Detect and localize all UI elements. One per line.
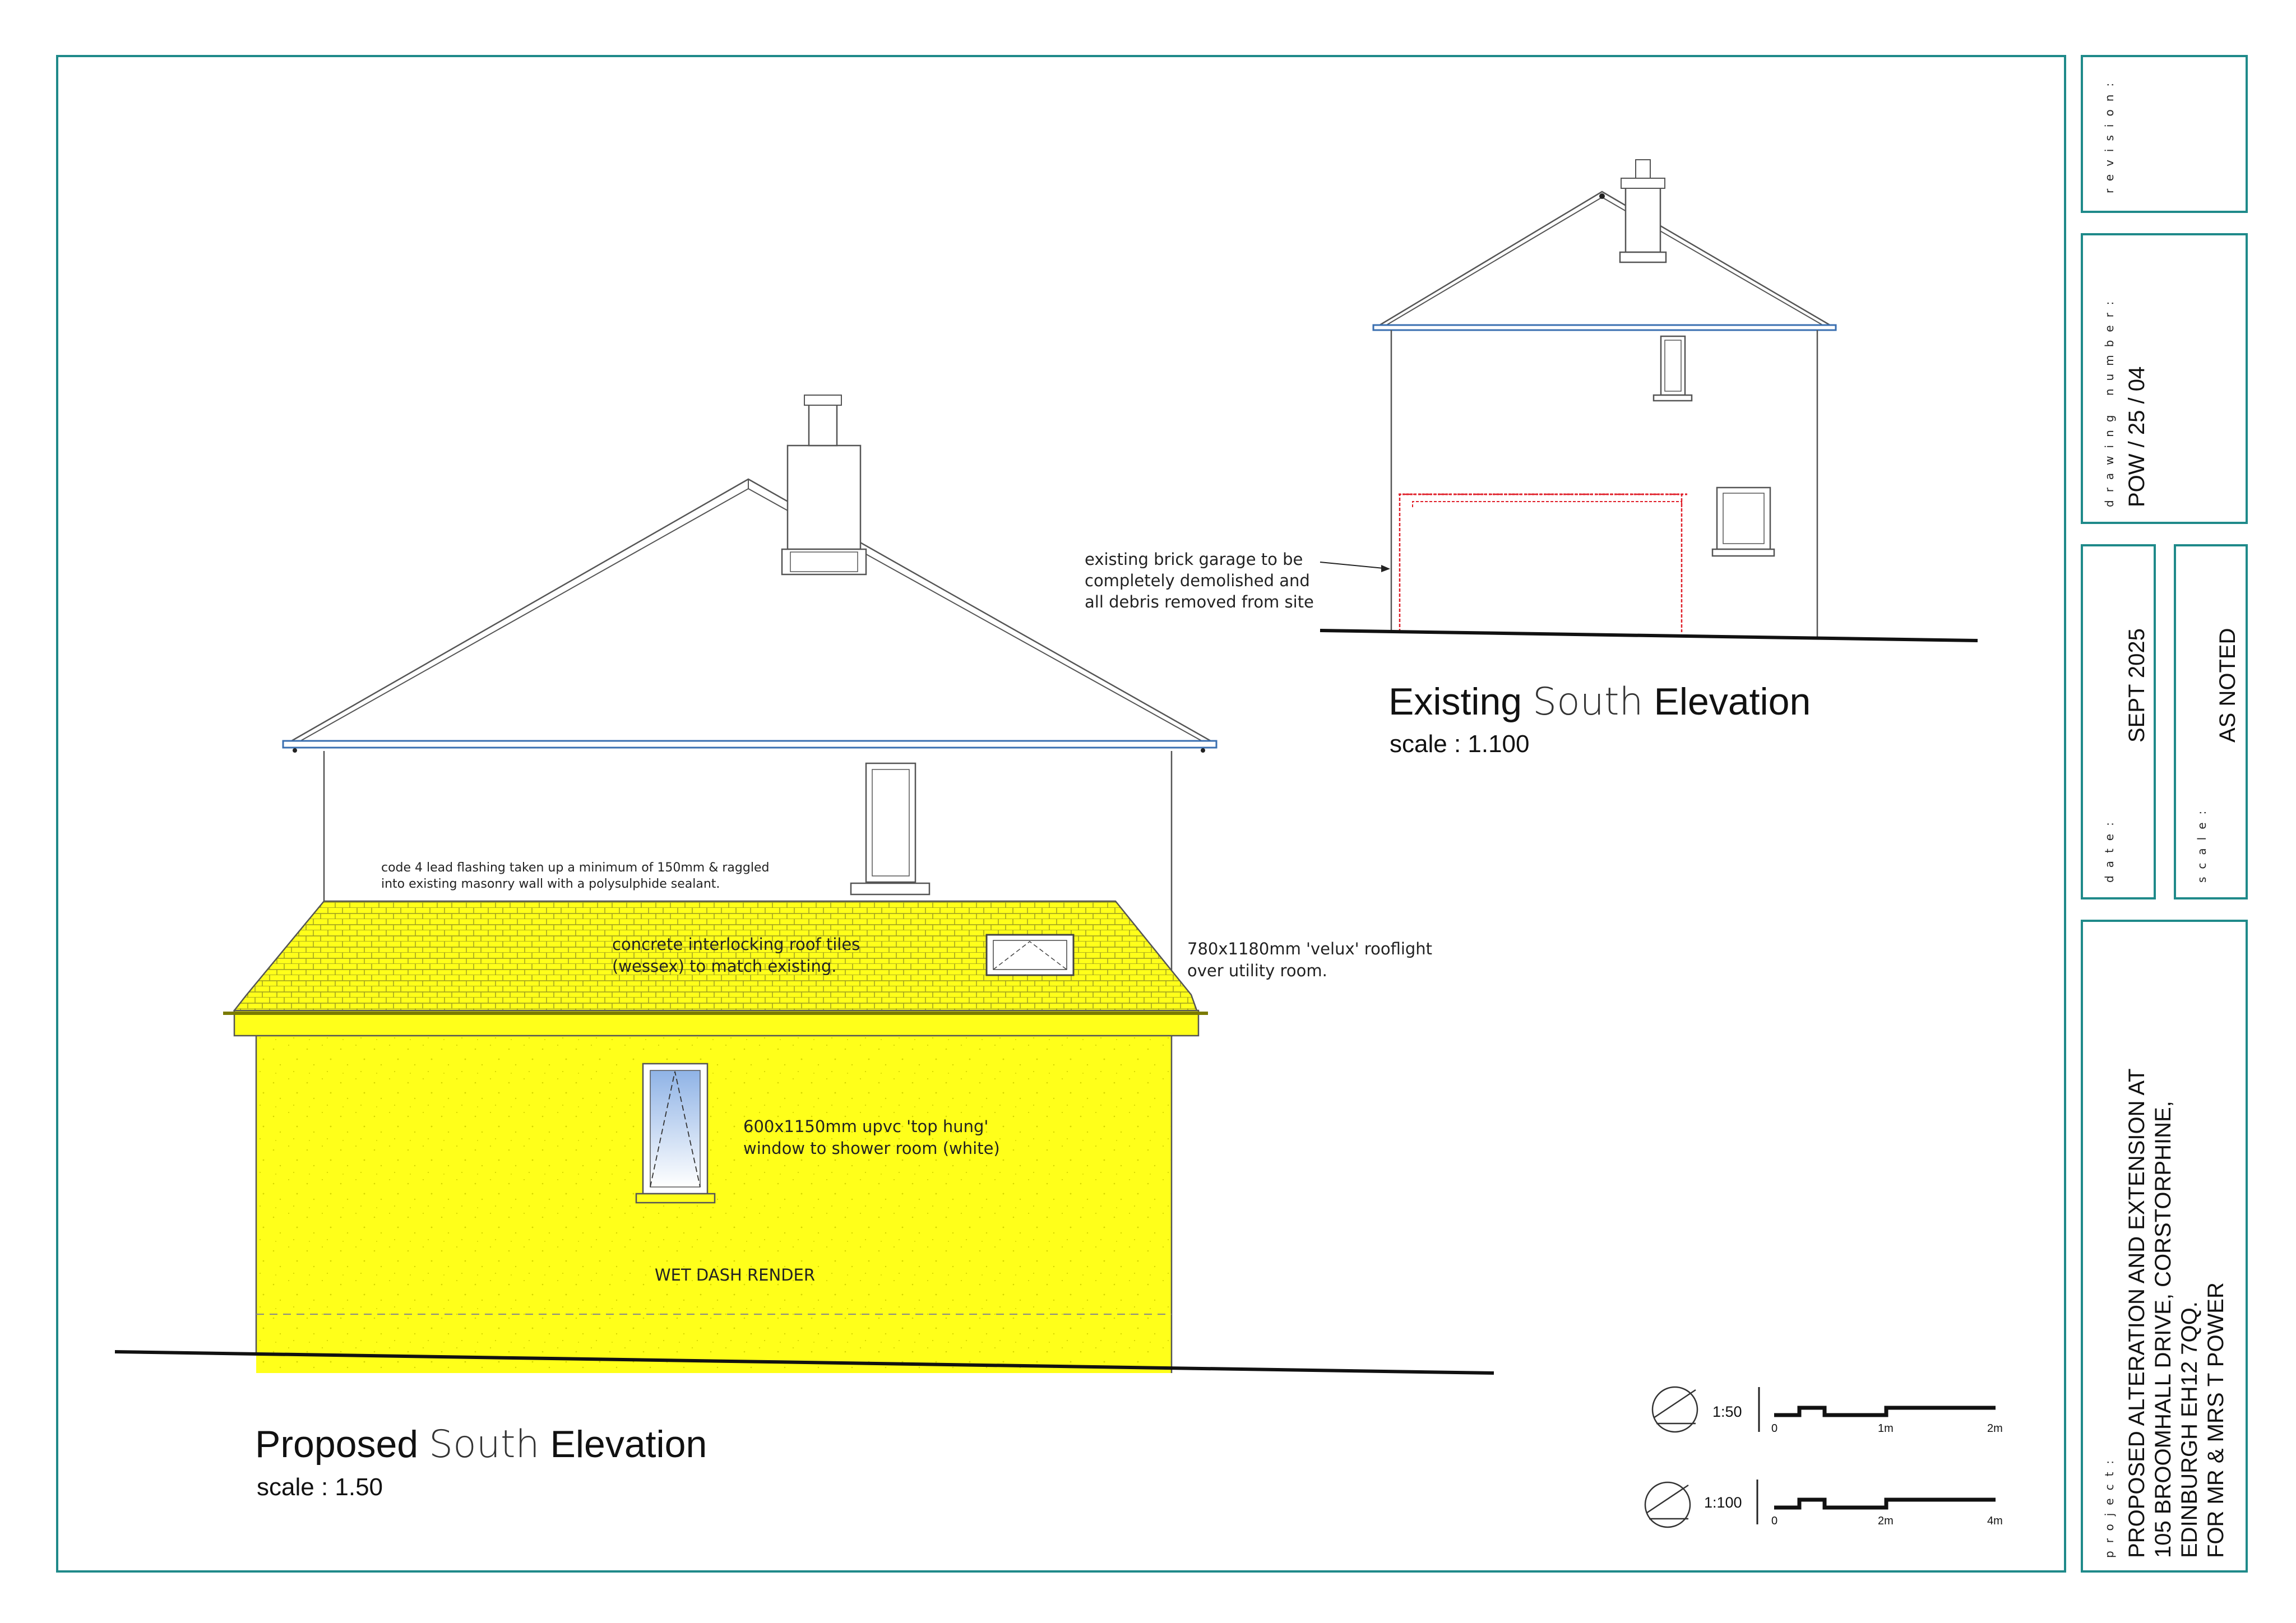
project-line-2: 105 BROOMHALL DRIVE, CORSTORPHINE, <box>2151 1101 2175 1558</box>
scale-bar-label: 1:100 <box>1704 1494 1742 1511</box>
scale-tick-2: 2m <box>1987 1422 2003 1435</box>
scale-label: scale: <box>2195 803 2209 883</box>
window-note-line-1: 600x1150mm upvc 'top hung' <box>743 1117 988 1136</box>
drawing-frame <box>56 55 2066 1573</box>
flashing-note-line-1: code 4 lead flashing taken up a minimum … <box>381 861 769 875</box>
flashing-note-line-2: into existing masonry wall with a polysu… <box>381 877 720 891</box>
scale-bar-1-50: 1:50 0 1m 2m <box>1651 1386 2003 1435</box>
velux-note-line-2: over utility room. <box>1187 961 1327 980</box>
proposed-elevation-title: Proposed South Elevation <box>255 1422 707 1467</box>
scale-value: AS NOTED <box>2215 628 2240 743</box>
roof-tiles-note-line-1: concrete interlocking roof tiles <box>612 935 860 954</box>
date-label: date: <box>2103 814 2116 883</box>
velux-note-line-1: 780x1180mm 'velux' rooflight <box>1187 939 1432 958</box>
drawing-number-label: drawing number: <box>2103 294 2116 507</box>
roof-tiles-note-line-2: (wessex) to match existing. <box>612 957 836 976</box>
date-value: SEPT 2025 <box>2124 628 2149 743</box>
proposed-elevation <box>114 395 1494 1375</box>
scale-tick-0: 0 <box>1771 1515 1777 1527</box>
north-point-icon <box>1651 1386 1698 1433</box>
render-note: WET DASH RENDER <box>655 1265 815 1285</box>
existing-elevation-scale: scale : 1.100 <box>1390 730 1530 758</box>
scale-tick-2: 4m <box>1987 1515 2003 1527</box>
window-note-line-2: window to shower room (white) <box>743 1139 1000 1158</box>
existing-elevation-title: Existing South Elevation <box>1388 680 1811 724</box>
scale-tick-0: 0 <box>1771 1422 1777 1435</box>
revision-label: revision: <box>2103 75 2116 193</box>
scale-bar-label: 1:50 <box>1712 1403 1742 1420</box>
project-line-1: PROPOSED ALTERATION AND EXTENSION AT <box>2124 1068 2149 1558</box>
drawing-number: POW / 25 / 04 <box>2124 367 2149 507</box>
project-label: project: <box>2103 1453 2116 1558</box>
garage-note-line-1: existing brick garage to be <box>1085 550 1303 569</box>
existing-elevation <box>1320 159 1978 642</box>
north-point-icon <box>1644 1481 1691 1528</box>
scale-tick-1: 1m <box>1878 1422 1894 1435</box>
scale-bar-1-100: 1:100 0 2m 4m <box>1644 1480 2003 1528</box>
project-line-3: EDINBURGH EH12 7QQ. <box>2177 1301 2202 1558</box>
proposed-elevation-scale: scale : 1.50 <box>257 1473 383 1501</box>
garage-note-line-3: all debris removed from site <box>1085 592 1314 611</box>
garage-note-line-2: completely demolished and <box>1085 571 1310 590</box>
title-block <box>2081 55 2248 1573</box>
scale-tick-1: 2m <box>1878 1515 1894 1527</box>
project-line-4: FOR MR & MRS T POWER <box>2204 1282 2228 1558</box>
